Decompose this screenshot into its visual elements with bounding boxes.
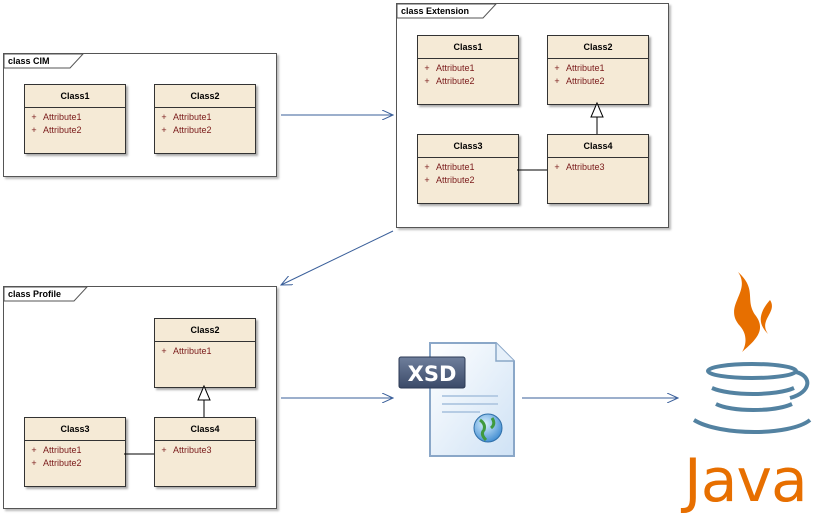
flow-arrow-extension-to-profile [281,230,394,285]
uml-class-extension-class3[interactable]: Class3 +Attribute1 +Attribute2 [417,134,519,204]
attribute-row: +Attribute2 [31,125,82,135]
attribute-row: +Attribute3 [161,445,212,455]
attribute-row: +Attribute1 [424,63,475,73]
uml-class-cim-class1[interactable]: Class1 +Attribute1 +Attribute2 [24,84,126,154]
class-name: Class4 [155,418,255,441]
class-name: Class3 [25,418,125,441]
frame-title: class CIM [8,56,50,66]
java-cup-icon [692,272,812,434]
java-logo-text: Java [684,446,808,516]
uml-class-extension-class1[interactable]: Class1 +Attribute1 +Attribute2 [417,35,519,105]
attribute-row: +Attribute1 [554,63,605,73]
uml-class-profile-class4[interactable]: Class4 +Attribute3 [154,417,256,487]
attribute-row: +Attribute2 [554,76,605,86]
class-name: Class2 [155,319,255,342]
attribute-row: +Attribute1 [161,112,212,122]
class-name: Class2 [548,36,648,59]
class-name: Class2 [155,85,255,108]
attribute-row: +Attribute3 [554,162,605,172]
class-name: Class4 [548,135,648,158]
uml-class-extension-class2[interactable]: Class2 +Attribute1 +Attribute2 [547,35,649,105]
attribute-row: +Attribute2 [161,125,212,135]
attribute-row: +Attribute2 [424,76,475,86]
attribute-row: +Attribute2 [31,458,82,468]
uml-class-extension-class4[interactable]: Class4 +Attribute3 [547,134,649,204]
class-name: Class1 [418,36,518,59]
attribute-row: +Attribute1 [31,112,82,122]
class-name: Class3 [418,135,518,158]
uml-class-profile-class3[interactable]: Class3 +Attribute1 +Attribute2 [24,417,126,487]
generalization-triangle [197,384,211,401]
attribute-row: +Attribute2 [424,175,475,185]
attribute-row: +Attribute1 [31,445,82,455]
frame-tab: class CIM [4,54,84,70]
xsd-label: XSD [408,362,457,386]
uml-class-cim-class2[interactable]: Class2 +Attribute1 +Attribute2 [154,84,256,154]
generalization-triangle [590,101,604,118]
attribute-row: +Attribute1 [161,346,212,356]
frame-title: class Profile [8,289,62,299]
attribute-row: +Attribute1 [424,162,475,172]
xsd-file-icon: XSD [398,342,515,457]
class-name: Class1 [25,85,125,108]
frame-tab: class Profile [4,287,88,303]
frame-title: class Extension [401,6,470,16]
frame-tab: class Extension [397,4,497,20]
